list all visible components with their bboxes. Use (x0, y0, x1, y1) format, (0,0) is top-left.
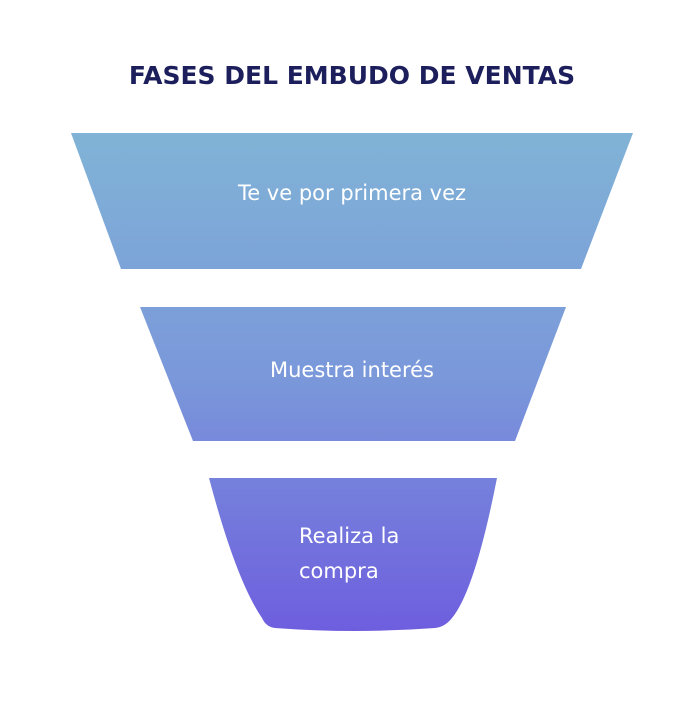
stage-purchase-label-line2: compra (299, 559, 379, 583)
diagram-title: FASES DEL EMBUDO DE VENTAS (129, 61, 575, 90)
funnel-stage-purchase (209, 478, 497, 631)
funnel-stage-awareness (71, 133, 633, 269)
stage-awareness-label: Te ve por primera vez (237, 181, 466, 205)
stage-interest-label: Muestra interés (270, 358, 434, 382)
funnel-stage-interest (140, 307, 566, 441)
stage-purchase-label-line1: Realiza la (299, 524, 399, 548)
